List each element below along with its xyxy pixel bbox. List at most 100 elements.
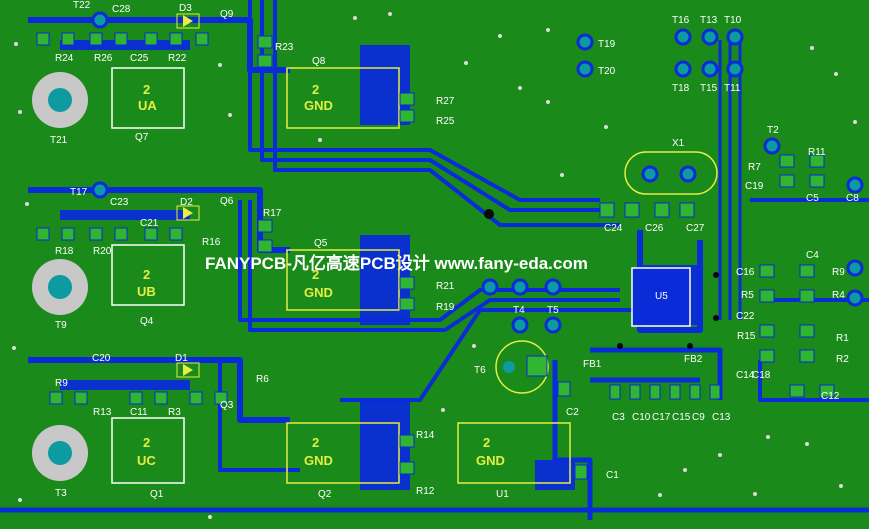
svg-text:X1: X1 (672, 138, 685, 149)
svg-text:Q9: Q9 (220, 9, 234, 20)
svg-text:GND: GND (304, 98, 333, 113)
svg-text:R25: R25 (436, 116, 455, 127)
svg-text:Q5: Q5 (314, 238, 328, 249)
drilled-vias (484, 209, 719, 349)
ic-u5: U5 (631, 267, 691, 327)
svg-text:2: 2 (312, 82, 319, 97)
svg-text:C20: C20 (92, 353, 111, 364)
svg-text:Q3: Q3 (220, 400, 234, 411)
svg-text:2: 2 (143, 267, 150, 282)
svg-text:R9: R9 (55, 378, 68, 389)
svg-text:C25: C25 (130, 53, 149, 64)
svg-text:2: 2 (483, 435, 490, 450)
svg-text:T15: T15 (700, 83, 718, 94)
gnd-block-q2: Q2 2 GND (286, 422, 400, 500)
svg-text:U5: U5 (655, 291, 668, 302)
svg-text:R16: R16 (202, 237, 221, 248)
svg-text:FB1: FB1 (583, 359, 602, 370)
svg-text:R11: R11 (808, 147, 826, 158)
svg-text:R17: R17 (263, 208, 282, 219)
svg-text:C17: C17 (652, 412, 671, 423)
module-ua: 2 UA T21 Q7 (32, 67, 185, 146)
svg-text:UB: UB (137, 284, 156, 299)
module-ub: 2 UB T9 Q4 (32, 244, 185, 331)
svg-text:T9: T9 (55, 320, 67, 331)
svg-text:2: 2 (312, 267, 319, 282)
svg-text:D2: D2 (180, 197, 193, 208)
svg-text:GND: GND (304, 453, 333, 468)
svg-text:R15: R15 (737, 331, 756, 342)
svg-text:R19: R19 (436, 302, 455, 313)
svg-text:Q4: Q4 (140, 316, 154, 327)
svg-text:T22: T22 (73, 0, 91, 11)
svg-text:T10: T10 (724, 15, 742, 26)
svg-text:R21: R21 (436, 281, 455, 292)
svg-text:C21: C21 (140, 218, 159, 229)
svg-text:C24: C24 (604, 223, 623, 234)
gnd-block-u1: U1 2 GND (457, 422, 571, 500)
svg-text:C8: C8 (846, 193, 859, 204)
svg-text:T18: T18 (672, 83, 690, 94)
svg-text:T2: T2 (767, 125, 779, 136)
svg-text:Q1: Q1 (150, 489, 164, 500)
svg-text:Q6: Q6 (220, 196, 234, 207)
svg-text:C10: C10 (632, 412, 651, 423)
svg-text:D3: D3 (179, 3, 192, 14)
svg-text:C13: C13 (712, 412, 731, 423)
designator-labels: T22 C28 D3 Q9 R23 R24 R26 C25 R22 T17 C2… (55, 0, 859, 497)
capacitor-c6: T6 (474, 340, 549, 394)
svg-text:T17: T17 (70, 187, 88, 198)
svg-text:C3: C3 (612, 412, 625, 423)
svg-text:GND: GND (304, 285, 333, 300)
svg-text:C11: C11 (130, 407, 148, 418)
svg-text:R23: R23 (275, 42, 294, 53)
gnd-block-q8: Q8 2 GND (286, 56, 400, 129)
svg-text:R5: R5 (741, 290, 754, 301)
svg-text:C2: C2 (566, 407, 579, 418)
watermark-text: FANYPCB-凡亿高速PCB设计 www.fany-eda.com (205, 253, 588, 273)
svg-text:C4: C4 (806, 250, 819, 261)
svg-text:UC: UC (137, 453, 156, 468)
svg-text:R18: R18 (55, 246, 74, 257)
diode-symbols (176, 13, 200, 378)
svg-text:2: 2 (143, 82, 150, 97)
svg-text:R24: R24 (55, 53, 74, 64)
svg-text:C27: C27 (686, 223, 705, 234)
svg-text:R26: R26 (94, 53, 113, 64)
svg-text:C5: C5 (806, 193, 819, 204)
svg-text:D1: D1 (175, 353, 188, 364)
svg-text:Q2: Q2 (318, 489, 332, 500)
svg-text:C23: C23 (110, 197, 129, 208)
svg-text:U1: U1 (496, 489, 509, 500)
svg-text:R2: R2 (836, 354, 849, 365)
svg-text:2: 2 (312, 435, 319, 450)
svg-text:C9: C9 (692, 412, 705, 423)
svg-text:R13: R13 (93, 407, 112, 418)
svg-text:T5: T5 (547, 305, 559, 316)
svg-text:T20: T20 (598, 66, 616, 77)
svg-text:C15: C15 (672, 412, 691, 423)
svg-text:C26: C26 (645, 223, 664, 234)
svg-text:R20: R20 (93, 246, 112, 257)
svg-text:R27: R27 (436, 96, 455, 107)
svg-text:R3: R3 (168, 407, 181, 418)
module-uc: 2 UC T3 Q1 (32, 417, 185, 500)
svg-text:2: 2 (143, 435, 150, 450)
svg-text:T11: T11 (724, 83, 741, 94)
svg-text:R4: R4 (832, 290, 845, 301)
svg-text:R14: R14 (416, 430, 435, 441)
gnd-block-q5: Q5 2 GND (286, 238, 400, 311)
svg-text:T19: T19 (598, 39, 616, 50)
svg-text:Q7: Q7 (135, 132, 149, 143)
svg-text:Q8: Q8 (312, 56, 326, 67)
svg-text:C14: C14 (736, 370, 755, 381)
svg-text:R1: R1 (836, 333, 849, 344)
svg-text:R7: R7 (748, 162, 761, 173)
svg-text:T3: T3 (55, 488, 67, 499)
svg-text:C28: C28 (112, 4, 131, 15)
crystal-x1: X1 C24 C26 C27 (604, 138, 718, 234)
svg-text:C12: C12 (821, 391, 840, 402)
svg-text:T13: T13 (700, 15, 718, 26)
svg-text:C1: C1 (606, 470, 619, 481)
